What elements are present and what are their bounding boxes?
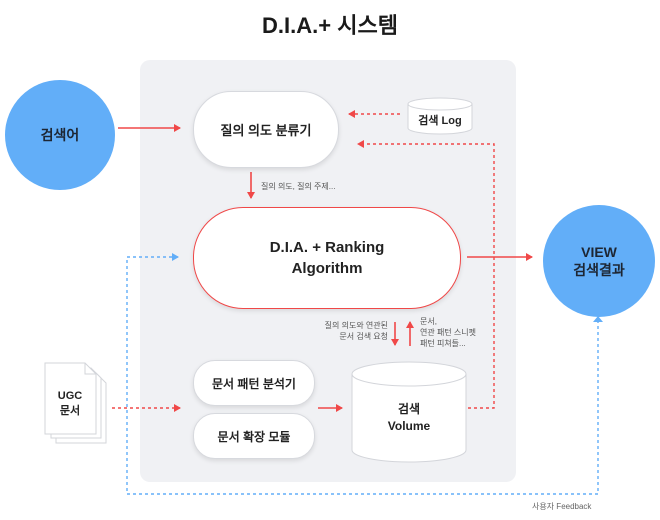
- response-line1: 문서,: [420, 317, 437, 326]
- ugc-label-line1: UGC: [57, 390, 83, 402]
- view-label: VIEW: [581, 244, 617, 260]
- page-title: D.I.A.+ 시스템: [262, 13, 398, 38]
- expansion-module-label: 문서 확장 모듈: [217, 429, 291, 444]
- view-results-node: VIEW 검색결과: [543, 205, 655, 317]
- volume-label-line2: Volume: [387, 419, 431, 433]
- feedback-start-arrowhead: [593, 316, 603, 322]
- user-feedback-label: 사용자 Feedback: [532, 502, 592, 511]
- algorithm-label-line2: Algorithm: [291, 260, 363, 277]
- search-log-label: 검색 Log: [418, 115, 462, 127]
- response-line3: 패턴 피쳐들...: [420, 339, 466, 348]
- algorithm-label-line1: D.I.A. + Ranking: [269, 239, 385, 256]
- intent-classifier-node: 질의 의도 분류기: [193, 91, 339, 168]
- request-annotation: 질의 의도와 연관된 문서 검색 요청: [300, 320, 388, 342]
- request-line1: 질의 의도와 연관된: [324, 321, 388, 330]
- search-query-node: 검색어: [5, 80, 115, 190]
- view-results-label: 검색결과: [573, 262, 625, 278]
- search-log-cylinder: [407, 97, 473, 135]
- pattern-analyzer-label: 문서 패턴 분석기: [212, 376, 296, 391]
- ugc-label-line2: 문서: [59, 405, 81, 417]
- intent-classifier-label: 질의 의도 분류기: [220, 123, 312, 138]
- response-line2: 연관 패턴 스니펫: [420, 328, 476, 337]
- search-volume-cylinder: [351, 361, 467, 463]
- ugc-document-stack: [44, 362, 107, 444]
- arrow-volume-to-classifier: [357, 140, 495, 409]
- search-volume-label: 검색 Volume: [352, 398, 466, 438]
- search-query-label: 검색어: [40, 127, 80, 143]
- volume-label-line1: 검색: [397, 402, 421, 416]
- request-line2: 문서 검색 요청: [339, 332, 388, 341]
- response-annotation: 문서, 연관 패턴 스니펫 패턴 피쳐들...: [420, 316, 476, 349]
- pattern-analyzer-node: 문서 패턴 분석기: [193, 360, 315, 406]
- arrow-feedback-loop: [126, 253, 599, 495]
- ugc-document-label: UGC 문서: [42, 386, 98, 422]
- algorithm-node: D.I.A. + Ranking Algorithm: [193, 207, 461, 309]
- expansion-module-node: 문서 확장 모듈: [193, 413, 315, 459]
- intent-topic-annotation: 질의 의도, 질의 주제...: [261, 182, 336, 191]
